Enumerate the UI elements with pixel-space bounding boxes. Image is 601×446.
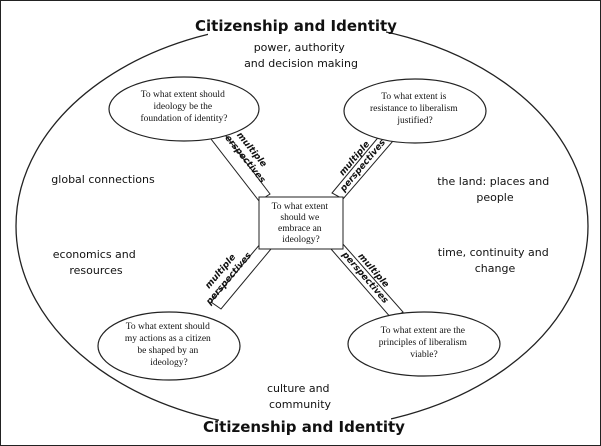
theme-right-lower: time, continuity and change: [438, 246, 552, 275]
title-top-bg: [208, 11, 386, 39]
center-question: To what extent should we embrace an ideo…: [272, 202, 331, 245]
theme-left-lower: economics and resources: [53, 248, 140, 277]
question-ellipse-bottom-left: [97, 311, 241, 381]
theme-bottom: culture and community: [267, 382, 333, 411]
theme-top: power, authority and decision making: [244, 41, 358, 70]
question-ellipse-top-left: [108, 76, 260, 142]
title-bottom: Citizenship and Identity: [203, 418, 405, 436]
center-box: [258, 196, 344, 250]
question-top-right: To what extent is resistance to liberali…: [370, 92, 460, 126]
question-bottom-right: To what extent are the principles of lib…: [379, 326, 470, 360]
question-top-left: To what extent should ideology be the fo…: [140, 90, 227, 124]
question-ellipse-top-right: [343, 78, 487, 144]
title-bottom-bg: [219, 415, 391, 441]
question-ellipse-bottom-right: [347, 311, 501, 377]
theme-right-upper: the land: places and people: [437, 175, 553, 204]
theme-left-upper: global connections: [51, 173, 155, 186]
question-bottom-left: To what extent should my actions as a ci…: [125, 322, 213, 368]
title-top: Citizenship and Identity: [195, 17, 397, 35]
